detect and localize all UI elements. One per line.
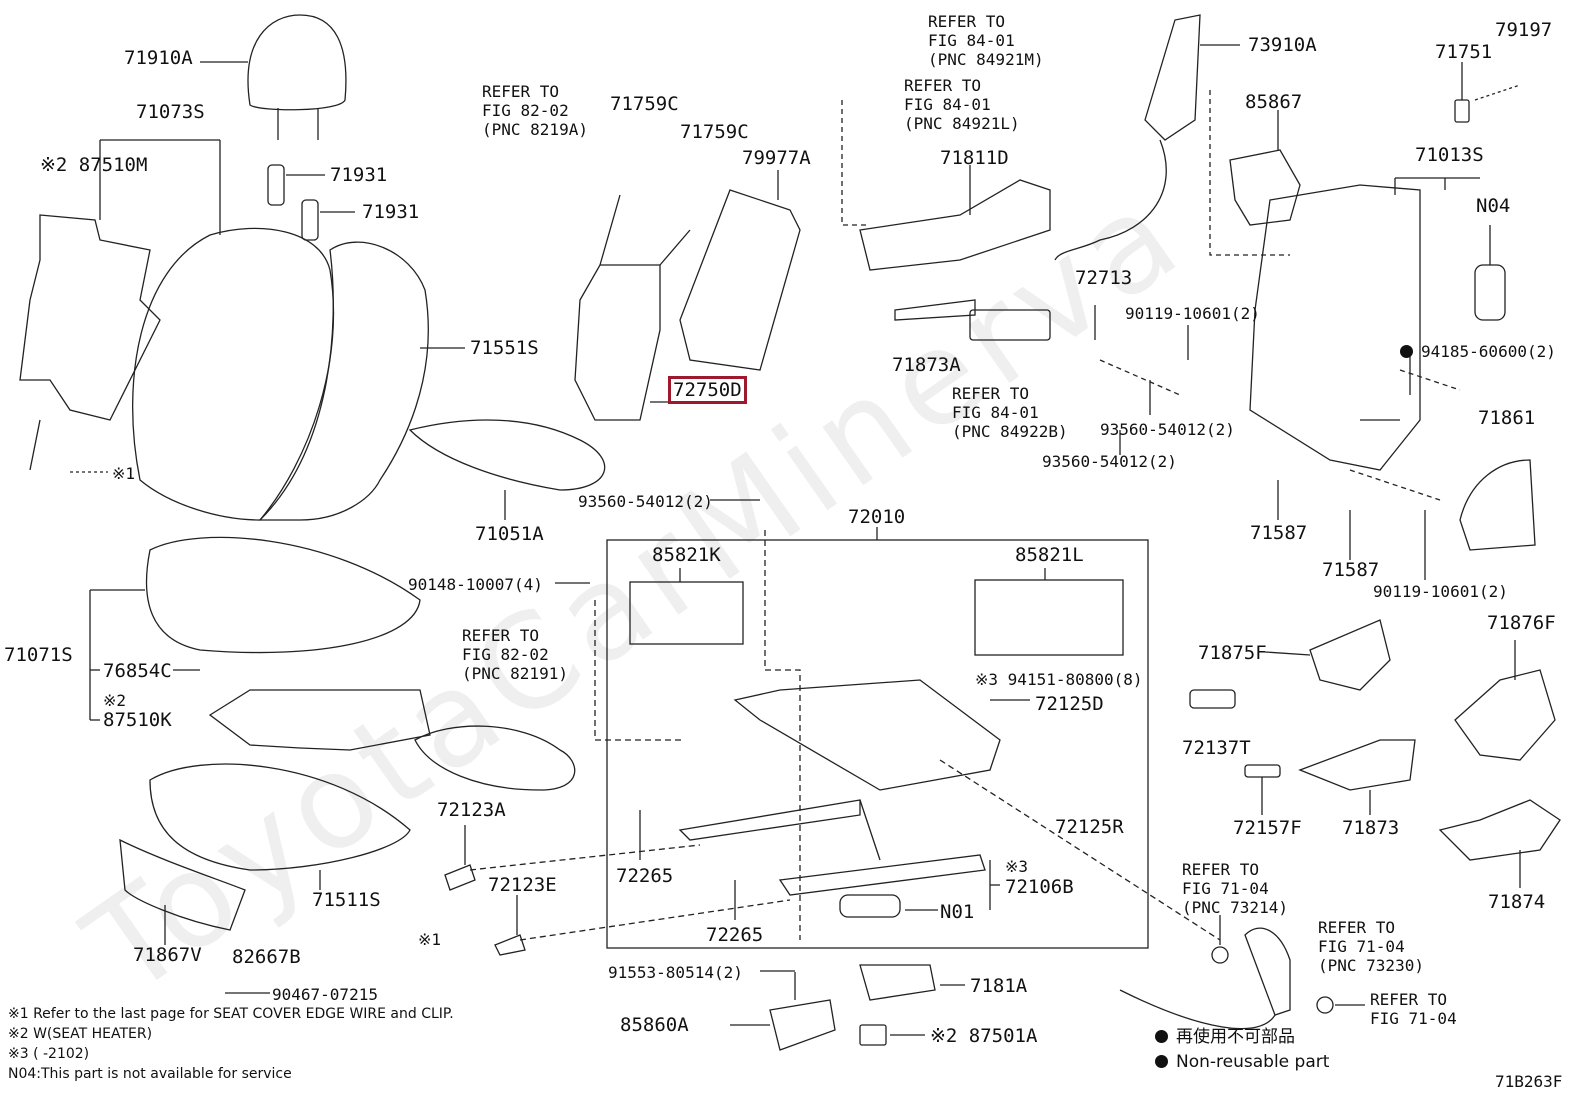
seatback-pad-part xyxy=(132,227,335,521)
part-71511S-label: 71511S xyxy=(312,889,381,911)
part-71873A-label: 71873A xyxy=(892,354,961,376)
part-71931-label-b: 71931 xyxy=(362,201,420,223)
refer-to-73230: REFER TO FIG 71-04 (PNC 73230) xyxy=(1318,918,1424,975)
pad-sheet-part xyxy=(679,189,801,371)
footnote-1: ※1 Refer to the last page for SEAT COVER… xyxy=(8,1006,454,1022)
note-ref-1-label: ※1 xyxy=(112,464,136,483)
part-72137T-label: 72137T xyxy=(1182,737,1251,759)
footnote-n04: N04:This part is not available for servi… xyxy=(8,1066,292,1082)
part-71867V-label: 71867V xyxy=(133,944,202,966)
part-7181A-label: 7181A xyxy=(970,975,1028,997)
part-71931-label-a: 71931 xyxy=(330,164,388,186)
part-71013S-label: 71013S xyxy=(1415,144,1484,166)
part-71587-label-b: 71587 xyxy=(1322,559,1380,581)
part-72750D-highlight: 72750D xyxy=(668,376,747,404)
non-reusable-dot xyxy=(1400,345,1413,358)
part-72123E-label: 72123E xyxy=(488,874,557,896)
seat-cushion-pad-part xyxy=(145,536,421,654)
part-72125R-label: 72125R xyxy=(1055,816,1124,838)
part-71073S-label: 71073S xyxy=(136,101,205,123)
part-72265-label-a: 72265 xyxy=(616,865,674,887)
part-72106B-label: 72106B xyxy=(1005,876,1074,898)
lumbar-frame-part xyxy=(574,264,661,421)
part-72123A-label: 72123A xyxy=(437,799,506,821)
part-72010-label: 72010 xyxy=(848,506,906,528)
refer-to-84921M: REFER TO FIG 84-01 (PNC 84921M) xyxy=(928,12,1044,69)
refer-to-82191: REFER TO FIG 82-02 (PNC 82191) xyxy=(462,626,568,683)
legend-jp: 再使用不可部品 xyxy=(1155,1026,1295,1048)
part-71861-label: 71861 xyxy=(1478,407,1536,429)
note-ref-3-label: ※3 xyxy=(1005,857,1029,876)
seatback-frame-part xyxy=(1249,184,1421,471)
note-ref-1-label-b: ※1 xyxy=(418,930,442,949)
part-71587-label-a: 71587 xyxy=(1250,522,1308,544)
part-72713-label: 72713 xyxy=(1075,267,1133,289)
part-72750D-label: 72750D xyxy=(668,376,747,404)
refer-to-73214: REFER TO FIG 71-04 (PNC 73214) xyxy=(1182,860,1288,917)
refer-to-fig-71-04: REFER TO FIG 71-04 xyxy=(1370,990,1457,1028)
part-90148-10007-label: 90148-10007(4) xyxy=(408,575,543,594)
part-82667B-label: 82667B xyxy=(232,946,301,968)
part-87510K-label: 87510K xyxy=(103,709,172,731)
part-93560-54012-label-c: 93560-54012(2) xyxy=(578,492,713,511)
part-85867-label: 85867 xyxy=(1245,91,1303,113)
refer-to-8219A: REFER TO FIG 82-02 (PNC 8219A) xyxy=(482,82,588,139)
part-90119-10601-label-a: 90119-10601(2) xyxy=(1125,304,1260,323)
part-73910A-label: 73910A xyxy=(1248,34,1317,56)
part-71873-label: 71873 xyxy=(1342,817,1400,839)
part-72157F-label: 72157F xyxy=(1233,817,1302,839)
part-79197-label: 79197 xyxy=(1495,19,1553,41)
part-N04-label: N04 xyxy=(1476,195,1511,217)
heater-mat-part xyxy=(19,214,161,421)
part-71051A-label: 71051A xyxy=(475,523,544,545)
refer-to-84922B: REFER TO FIG 84-01 (PNC 84922B) xyxy=(952,384,1068,441)
part-N01-label: N01 xyxy=(940,901,975,923)
seat-track-frame-part xyxy=(733,679,1001,791)
shield-part xyxy=(859,179,1051,271)
legend-dot-en xyxy=(1155,1055,1168,1068)
part-79977A-label: 79977A xyxy=(742,147,811,169)
part-94185-60600-label: 94185-60600(2) xyxy=(1400,342,1556,362)
part-85821K-label: 85821K xyxy=(652,544,721,566)
part-71910A-label: 71910A xyxy=(124,47,193,69)
refer-to-84921L: REFER TO FIG 84-01 (PNC 84921L) xyxy=(904,76,1020,133)
part-71876F-label: 71876F xyxy=(1487,612,1556,634)
part-72125D-label: 72125D xyxy=(1035,693,1104,715)
part-76854C-label: 76854C xyxy=(103,660,172,682)
legend-en: Non-reusable part xyxy=(1155,1051,1329,1073)
part-85860A-label: 85860A xyxy=(620,1014,689,1036)
headrest-part xyxy=(247,14,347,111)
legend-en-text: Non-reusable part xyxy=(1176,1052,1330,1072)
note-ref-2-label: ※2 xyxy=(103,691,127,710)
part-90119-10601-label-b: 90119-10601(2) xyxy=(1373,582,1508,601)
part-91553-80514-label: 91553-80514(2) xyxy=(608,963,743,982)
part-71551S-label: 71551S xyxy=(470,337,539,359)
figure-id-label: 71B263F xyxy=(1495,1072,1563,1091)
footnote-3: ※3 ( -2102) xyxy=(8,1046,90,1062)
part-71071S-label: 71071S xyxy=(4,644,73,666)
part-87501A-label: ※2 87501A xyxy=(930,1025,1038,1047)
part-85821L-label: 85821L xyxy=(1015,544,1084,566)
part-87510M-label: ※2 87510M xyxy=(40,154,148,176)
part-71759C-label-a: 71759C xyxy=(610,93,679,115)
seat-cushion-cover-part xyxy=(149,763,411,871)
part-71811D-label: 71811D xyxy=(940,147,1009,169)
part-94151-80800-label: ※3 94151-80800(8) xyxy=(975,670,1143,689)
seatback-cover-part xyxy=(258,241,429,521)
legend-jp-text: 再使用不可部品 xyxy=(1176,1027,1295,1047)
part-71874-label: 71874 xyxy=(1488,891,1546,913)
part-71875F-label: 71875F xyxy=(1198,642,1267,664)
part-71759C-label-b: 71759C xyxy=(680,121,749,143)
part-93560-54012-label-b: 93560-54012(2) xyxy=(1042,452,1177,471)
footnote-2: ※2 W(SEAT HEATER) xyxy=(8,1026,153,1042)
part-93560-54012-label-a: 93560-54012(2) xyxy=(1100,420,1235,439)
part-72265-label-b: 72265 xyxy=(706,924,764,946)
legend-dot-jp xyxy=(1155,1030,1168,1043)
part-90467-07215-label: 90467-07215 xyxy=(272,985,378,1004)
part-71751-label: 71751 xyxy=(1435,41,1493,63)
part-94185-text: 94185-60600(2) xyxy=(1421,342,1556,361)
